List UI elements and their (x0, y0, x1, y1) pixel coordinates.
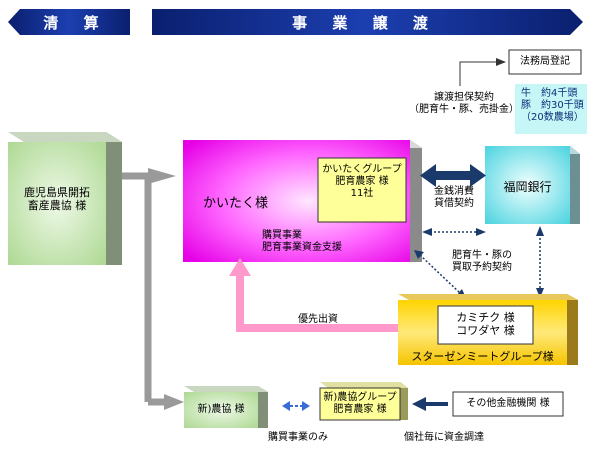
arrow-to-new-noukyou (164, 394, 184, 410)
legal-label: 法務局登記 (520, 56, 570, 67)
purchase-reservation-line-1: 肥育牛・豚の (452, 250, 512, 261)
loan-line-1: 金銭消費 (434, 186, 474, 197)
loan-label: 金銭消費 貸借契約 (424, 186, 484, 210)
stargen-inner-line-1: カミチク 様 (456, 311, 515, 324)
banner-right-text: 事 業 譲 渡 (292, 14, 438, 32)
stargen-inner-line-2: コワダヤ 様 (456, 324, 515, 337)
kagoshima-line-2: 畜産農協 様 (27, 199, 87, 212)
purchase-reservation-line-2: 買取予約契約 (452, 262, 512, 273)
other-banks-box (452, 391, 564, 417)
livestock-box (515, 84, 587, 134)
stargen-inner-box (437, 305, 534, 345)
kagoshima-line-1: 鹿児島県開拓 (24, 186, 90, 199)
new-group-label: 新)農協グループ 肥育農家 様 (320, 392, 400, 416)
kaitaku-business-line-1: 購買事業 (262, 230, 302, 241)
livestock-line-3: （20数農場） (521, 112, 584, 123)
kagoshima-label: 鹿児島県開拓 畜産農協 様 (8, 186, 106, 212)
loan-line-2: 貸借契約 (434, 198, 474, 209)
other-banks-label: その他金融機関 様 (466, 398, 550, 409)
purchase-only-label: 購買事業のみ (268, 432, 328, 443)
individual-funding-label: 個社毎に資金調達 (404, 432, 484, 443)
stargen-group-label: スターゼンミートグループ様 (411, 350, 554, 363)
new-group-line-2: 肥育農家 様 (333, 404, 387, 415)
legal-box (508, 49, 582, 75)
kaitaku-business: 購買事業 肥育事業資金支援 (262, 230, 342, 254)
banner-left-text: 清 算 (43, 14, 109, 32)
transfer-security-line-1: 譲渡担保契約 (434, 92, 494, 103)
kaitaku-group-line-2: 肥育農家 様 (335, 176, 389, 187)
banner-left-shape (8, 9, 130, 35)
kaitaku-title: かいたく様 (203, 196, 269, 211)
kaitaku-group-line-3: 11社 (350, 188, 374, 199)
livestock-line-1: 牛 約4千頭 (521, 88, 578, 99)
transfer-security-line-2: （肥育牛・豚、売掛金） (409, 104, 519, 115)
kaitaku-group-label: かいたくグループ 肥育農家 様 11社 (318, 164, 406, 200)
kaitaku-business-line-2: 肥育事業資金支援 (262, 242, 342, 253)
new-group-line-1: 新)農協グループ (323, 392, 397, 403)
kaitaku-group-box (317, 157, 407, 223)
priority-label: 優先出資 (298, 314, 338, 325)
new-group-box (319, 387, 401, 421)
livestock-line-2: 豚 約30千頭 (521, 100, 584, 111)
new-noukyou-label: 新)農協 様 (197, 404, 245, 415)
livestock-label: 牛 約4千頭 豚 約30千頭 （20数農場） (521, 88, 587, 124)
purchase-reservation-label: 肥育牛・豚の 買取予約契約 (440, 250, 524, 274)
kagoshima-box (8, 142, 106, 265)
banner-right-shape (152, 9, 583, 35)
arrow-to-kaitaku (148, 168, 176, 184)
priority-arrow-head (229, 258, 251, 276)
transfer-security-label: 譲渡担保契約 （肥育牛・豚、売掛金） (408, 92, 520, 116)
new-noukyou-box (184, 392, 258, 428)
fukuoka-bank-box (485, 146, 570, 224)
fukuoka-bank-label: 福岡銀行 (503, 180, 552, 194)
kaitaku-group-line-1: かいたくグループ (322, 164, 402, 175)
stargen-inner-label: カミチク 様 コワダヤ 様 (438, 311, 533, 337)
